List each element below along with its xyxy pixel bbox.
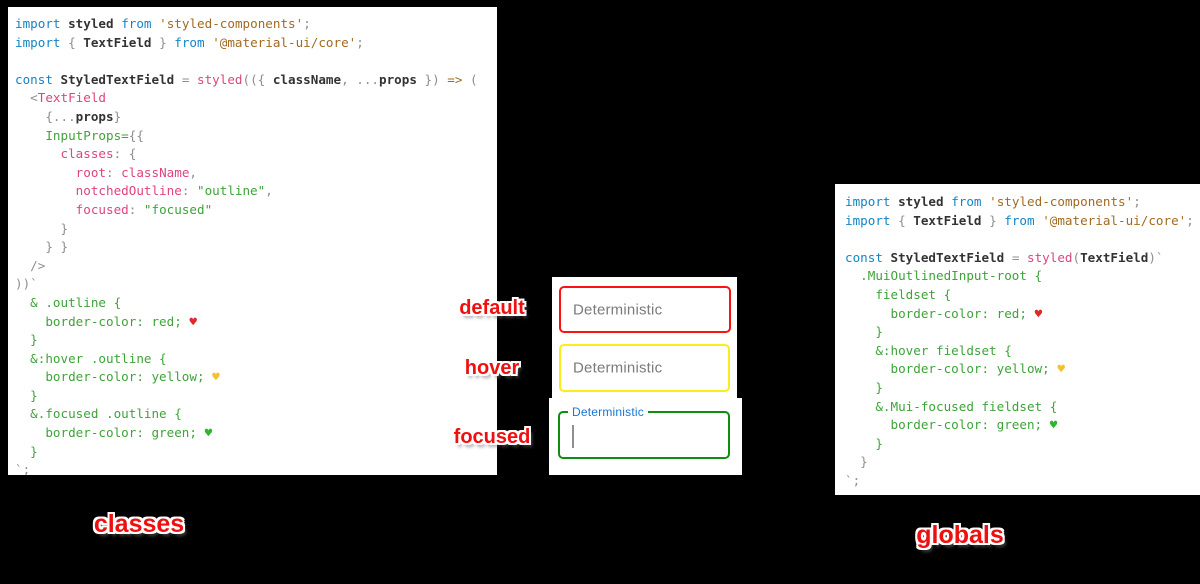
caption-classes: classes xyxy=(93,510,185,538)
code-line: } xyxy=(845,435,883,451)
code-line: root: className, xyxy=(15,164,198,180)
textfield-focused[interactable]: Deterministic xyxy=(558,405,730,459)
code-line: } } xyxy=(15,239,69,255)
code-line: const StyledTextField = styled(({ classN… xyxy=(15,71,478,87)
code-line: <TextField xyxy=(15,90,106,106)
heart-icon: ♥ xyxy=(1049,417,1058,433)
textfield-placeholder: Deterministic xyxy=(573,359,663,377)
code-block-classes: import styled from 'styled-components'; i… xyxy=(8,7,497,475)
code-line: border-color: yellow; ♥ xyxy=(15,369,220,385)
textfield-floating-label: Deterministic xyxy=(568,405,648,419)
code-line: &.focused .outline { xyxy=(15,406,182,422)
code-panel-classes: import styled from 'styled-components'; i… xyxy=(8,7,497,475)
code-line: `; xyxy=(845,472,861,488)
code-line: .MuiOutlinedInput-root { xyxy=(845,268,1043,284)
textfield-hover[interactable]: Deterministic xyxy=(559,344,730,392)
code-line: InputProps={{ xyxy=(15,127,144,143)
code-line: border-color: green; ♥ xyxy=(15,425,213,441)
code-line: import styled from 'styled-components'; xyxy=(15,16,311,31)
code-line xyxy=(845,230,1200,249)
code-line: } xyxy=(845,454,868,470)
code-panel-globals: import styled from 'styled-components'; i… xyxy=(835,184,1200,495)
code-line: } xyxy=(845,324,883,340)
code-line: } xyxy=(15,387,38,403)
code-line: &.Mui-focused fieldset { xyxy=(845,398,1058,414)
code-line: import styled from 'styled-components'; xyxy=(845,194,1141,209)
heart-icon: ♥ xyxy=(204,425,213,441)
heart-icon: ♥ xyxy=(1057,361,1065,377)
textfield-placeholder: Deterministic xyxy=(573,301,663,318)
code-block-globals: import styled from 'styled-components'; i… xyxy=(835,184,1200,491)
code-line: import { TextField } from '@material-ui/… xyxy=(15,34,364,50)
code-line: {...props} xyxy=(15,108,122,124)
heart-icon: ♥ xyxy=(1034,305,1043,321)
label-focused-state: focused xyxy=(453,426,531,448)
code-line: } xyxy=(15,220,69,236)
code-line: & .outline { xyxy=(15,294,122,310)
text-cursor xyxy=(572,425,574,448)
code-line: ))` xyxy=(15,276,38,292)
code-line: } xyxy=(845,379,883,395)
code-line: &:hover fieldset { xyxy=(845,342,1012,358)
code-line: border-color: green; ♥ xyxy=(845,417,1058,433)
code-line: classes: { xyxy=(15,146,137,162)
caption-globals: globals xyxy=(916,521,1004,549)
code-line: `; xyxy=(15,462,31,475)
code-line: border-color: red; ♥ xyxy=(845,305,1043,321)
code-line: border-color: red; ♥ xyxy=(15,313,197,329)
code-line: fieldset { xyxy=(845,286,952,302)
code-line: import { TextField } from '@material-ui/… xyxy=(845,212,1194,228)
code-line: focused: "focused" xyxy=(15,201,213,217)
code-line: /> xyxy=(15,257,46,273)
label-hover-state: hover xyxy=(464,357,520,379)
code-line xyxy=(15,52,497,71)
code-line: const StyledTextField = styled(TextField… xyxy=(845,249,1164,265)
label-default-state: default xyxy=(459,297,525,319)
heart-icon: ♥ xyxy=(212,369,220,385)
code-line: } xyxy=(15,332,38,348)
code-line: } xyxy=(15,443,38,459)
code-line: notchedOutline: "outline", xyxy=(15,183,273,199)
code-line: border-color: yellow; ♥ xyxy=(845,361,1065,377)
textfield-default[interactable]: Deterministic xyxy=(559,286,731,333)
heart-icon: ♥ xyxy=(189,313,197,329)
code-line: &:hover .outline { xyxy=(15,350,167,366)
